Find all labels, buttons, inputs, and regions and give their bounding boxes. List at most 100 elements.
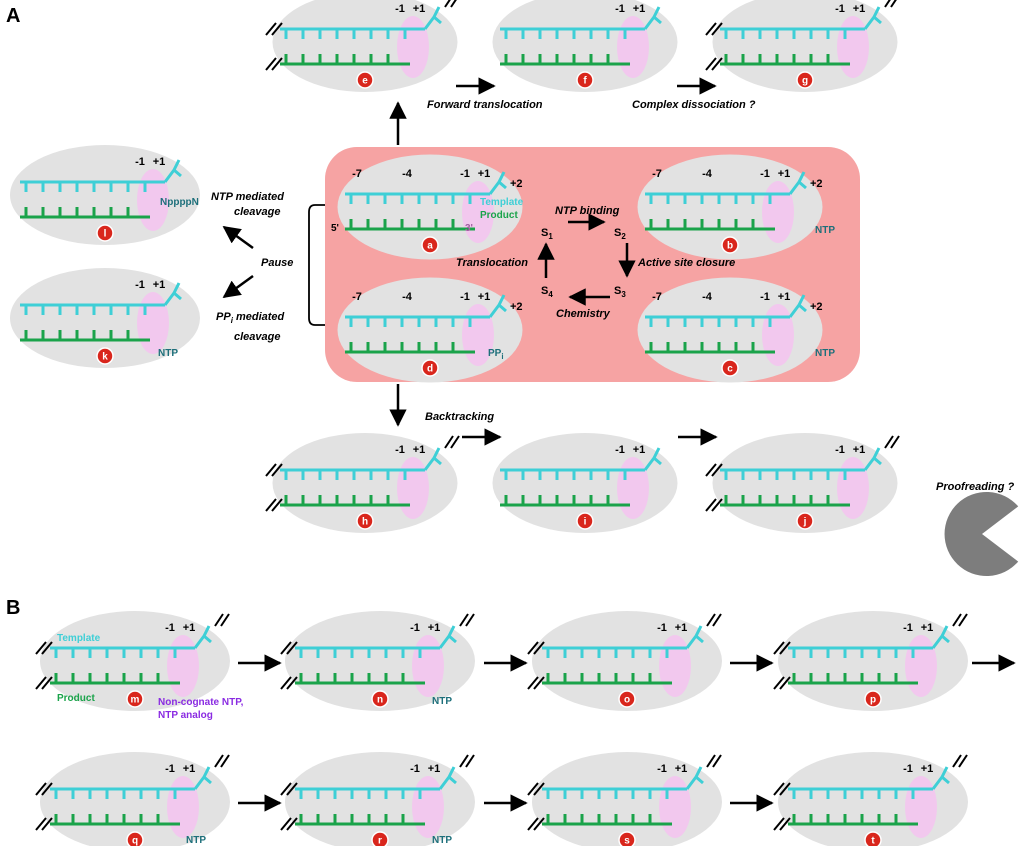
state-badge-letter: i — [584, 517, 587, 528]
state-badge-letter: b — [727, 241, 733, 252]
transition-arrows — [222, 77, 1016, 812]
ntp-label-r: NTP — [432, 835, 452, 846]
active-site — [905, 635, 937, 697]
active-site — [167, 776, 199, 838]
proofreading-label: Proofreading ? — [936, 481, 1015, 493]
ntp-binding-label: NTP binding — [555, 205, 620, 217]
position-label: -1 — [135, 156, 145, 168]
position-label: +1 — [633, 3, 646, 15]
break-mark — [280, 641, 298, 655]
position-label: +1 — [413, 3, 426, 15]
template-fork — [788, 294, 807, 318]
state-badge-letter: j — [803, 517, 807, 528]
position-label: -7 — [652, 168, 662, 180]
state-badge-letter: f — [583, 76, 587, 87]
product-label-m: Product — [57, 693, 95, 704]
position-label: -1 — [615, 444, 625, 456]
position-label: +1 — [428, 763, 441, 775]
state-t: -1+1t — [773, 752, 968, 846]
position-label: -1 — [395, 3, 405, 15]
template-fork — [863, 447, 882, 471]
state-badge — [721, 359, 739, 377]
state-badge-letter: p — [870, 695, 876, 706]
break-mark — [35, 641, 53, 655]
template-fork — [931, 625, 950, 649]
break-mark — [773, 676, 791, 690]
state-badge — [356, 71, 374, 89]
state-badge-letter: s — [624, 836, 630, 846]
position-label: -7 — [352, 291, 362, 303]
panel-a-label: A — [6, 5, 20, 27]
state-r: -1+1r — [280, 752, 475, 846]
position-label: -1 — [395, 444, 405, 456]
three-prime-label: 3' — [465, 223, 473, 234]
template-fork — [685, 766, 704, 790]
break-mark — [705, 22, 723, 36]
position-label: +1 — [183, 622, 196, 634]
position-label: -1 — [760, 291, 770, 303]
position-label: -4 — [402, 168, 413, 180]
position-label: +2 — [510, 301, 523, 313]
state-e: -1+1e — [265, 0, 458, 92]
template-fork — [685, 625, 704, 649]
pause-label: Pause — [261, 257, 293, 269]
template-fork — [643, 6, 662, 30]
position-label: +1 — [921, 622, 934, 634]
position-label: +1 — [921, 763, 934, 775]
position-label: -1 — [835, 444, 845, 456]
break-mark — [773, 641, 791, 655]
position-label: +1 — [478, 291, 491, 303]
break-mark — [459, 754, 475, 768]
state-badge-letter: n — [377, 695, 383, 706]
active-site — [617, 16, 649, 78]
position-label: +1 — [675, 622, 688, 634]
position-label: -1 — [460, 168, 470, 180]
state-badge-letter: l — [104, 229, 107, 240]
arrow-pause-to-l — [222, 225, 254, 250]
position-label: -1 — [410, 622, 420, 634]
template-fork — [863, 6, 882, 30]
active-site — [397, 16, 429, 78]
template-fork — [163, 159, 182, 183]
template-fork — [488, 294, 507, 318]
arrow-pause-to-k — [222, 274, 254, 299]
state-q: -1+1q — [35, 752, 230, 846]
position-label: -4 — [402, 291, 413, 303]
state-badge-letter: t — [871, 836, 875, 846]
state-f: -1+1f — [492, 0, 678, 92]
position-label: +1 — [633, 444, 646, 456]
position-label: +1 — [778, 168, 791, 180]
state-badge-letter: m — [131, 695, 140, 706]
position-label: +1 — [853, 3, 866, 15]
position-label: -1 — [835, 3, 845, 15]
break-mark — [280, 676, 298, 690]
active-site — [617, 457, 649, 519]
ntp-cleavage-label-1: NTP mediated — [211, 191, 284, 203]
active-site — [137, 292, 169, 354]
template-fork — [788, 171, 807, 195]
noncognate-label-1: Non-cognate NTP, — [158, 697, 244, 708]
state-badge-letter: c — [727, 364, 733, 375]
break-mark — [884, 0, 897, 8]
active-site — [412, 635, 444, 697]
break-mark — [459, 613, 475, 627]
active-site — [837, 16, 869, 78]
active-site — [762, 304, 794, 366]
position-label: +1 — [153, 279, 166, 291]
state-i: -1 +1 i — [492, 433, 678, 533]
state-badge — [126, 690, 144, 708]
position-label: -4 — [702, 291, 713, 303]
template-fork — [931, 766, 950, 790]
break-mark — [706, 613, 722, 627]
break-mark — [773, 817, 791, 831]
state-m: -1+1m — [35, 611, 230, 711]
state-p: -1+1p — [773, 611, 968, 711]
state-badge-letter: h — [362, 517, 368, 528]
state-badge — [371, 690, 389, 708]
position-label: -7 — [352, 168, 362, 180]
product-label-a: Product — [480, 210, 518, 221]
state-badge — [96, 347, 114, 365]
state-badge — [421, 236, 439, 254]
state-badge — [576, 71, 594, 89]
state-badge — [618, 690, 636, 708]
